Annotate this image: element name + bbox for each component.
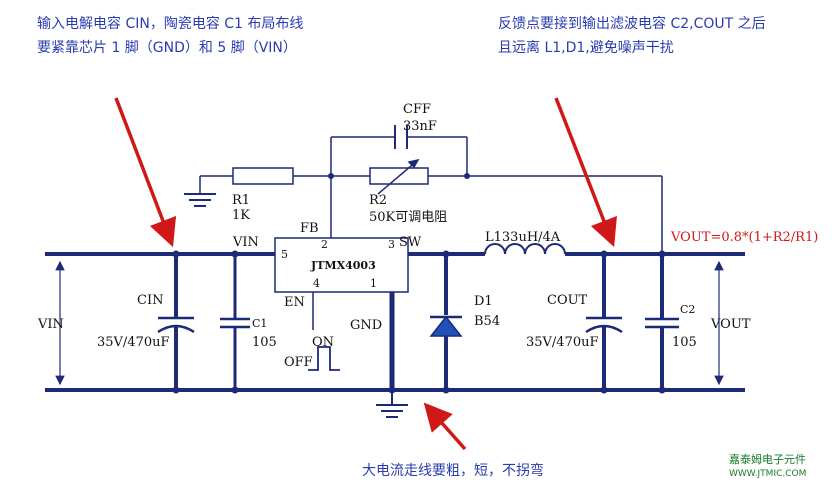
cin-name: CIN bbox=[137, 293, 163, 308]
c2-capacitor bbox=[645, 254, 679, 390]
note-high-current: 大电流走线要粗，短，不拐弯 bbox=[362, 463, 544, 479]
note-input-caps-pins: 要紧靠芯片 1 脚（GND）和 5 脚（VIN） bbox=[37, 40, 297, 56]
cout-name: COUT bbox=[547, 293, 588, 308]
pin-2-number: 2 bbox=[321, 238, 328, 251]
cout-capacitor bbox=[585, 254, 623, 390]
note-feedback: 反馈点要接到输出滤波电容 C2,COUT 之后 bbox=[498, 16, 766, 32]
junctions bbox=[172, 250, 666, 394]
en-off-label: OFF bbox=[284, 355, 313, 370]
pin-fb-label: FB bbox=[300, 221, 319, 236]
arrow-feedback bbox=[554, 97, 617, 248]
pin-sw-label: SW bbox=[399, 235, 422, 250]
cin-value: 35V/470uF bbox=[97, 335, 170, 350]
watermark-line2: WWW.JTMIC.COM bbox=[729, 469, 807, 479]
inductor-label: L133uH/4A bbox=[485, 230, 561, 245]
c1-value: 105 bbox=[252, 335, 277, 350]
pin-5-number: 5 bbox=[281, 248, 288, 261]
cff-name: CFF bbox=[403, 102, 431, 117]
vout-formula: VOUT=0.8*(1+R2/R1) bbox=[670, 230, 818, 245]
note-input-caps: 输入电解电容 CIN，陶瓷电容 C1 布局布线 bbox=[37, 16, 304, 32]
chip-name: JTMX4003 bbox=[310, 259, 376, 272]
feedback-network bbox=[184, 125, 663, 254]
pin-en-label: EN bbox=[284, 295, 305, 310]
watermark: 嘉泰姆电子元件 WWW.JTMIC.COM bbox=[729, 453, 806, 481]
r2-name: R2 bbox=[369, 193, 387, 208]
pin-4-number: 4 bbox=[313, 277, 320, 290]
watermark-line1: 嘉泰姆电子元件 bbox=[729, 453, 806, 466]
c2-name: C2 bbox=[680, 303, 695, 316]
vin-dimension-label: VIN bbox=[37, 317, 64, 332]
vout-dimension-label: VOUT bbox=[710, 317, 751, 332]
chip-jtmx4003: JTMX4003 2 3 4 1 5 bbox=[274, 237, 409, 293]
arrow-high-current bbox=[423, 402, 467, 451]
pin-gnd-label: GND bbox=[350, 318, 382, 333]
r1-name: R1 bbox=[232, 193, 250, 208]
r2-value: 50K可调电阻 bbox=[369, 210, 447, 225]
d1-value: B54 bbox=[474, 314, 500, 329]
cin-capacitor bbox=[157, 254, 195, 390]
pin-1-number: 1 bbox=[370, 277, 377, 290]
pin-vin-label: VIN bbox=[232, 235, 259, 250]
arrow-input-caps bbox=[114, 97, 177, 248]
cout-value: 35V/470uF bbox=[526, 335, 599, 350]
inductor-l1 bbox=[484, 243, 566, 255]
red-arrows bbox=[114, 97, 617, 451]
note-feedback-far: 且远离 L1,D1,避免噪声干扰 bbox=[498, 40, 674, 56]
en-control bbox=[308, 292, 340, 371]
pin-3-number: 3 bbox=[388, 238, 395, 251]
d1-diode bbox=[429, 254, 463, 390]
c2-value: 105 bbox=[672, 335, 697, 350]
d1-name: D1 bbox=[474, 294, 493, 309]
cff-value: 33nF bbox=[403, 119, 437, 134]
main-ground-symbol bbox=[376, 390, 408, 418]
r1-resistor bbox=[232, 167, 294, 185]
en-on-label: ON bbox=[312, 335, 334, 350]
c1-capacitor bbox=[220, 254, 250, 390]
c1-name: C1 bbox=[252, 317, 267, 330]
r1-value: 1K bbox=[232, 208, 250, 223]
